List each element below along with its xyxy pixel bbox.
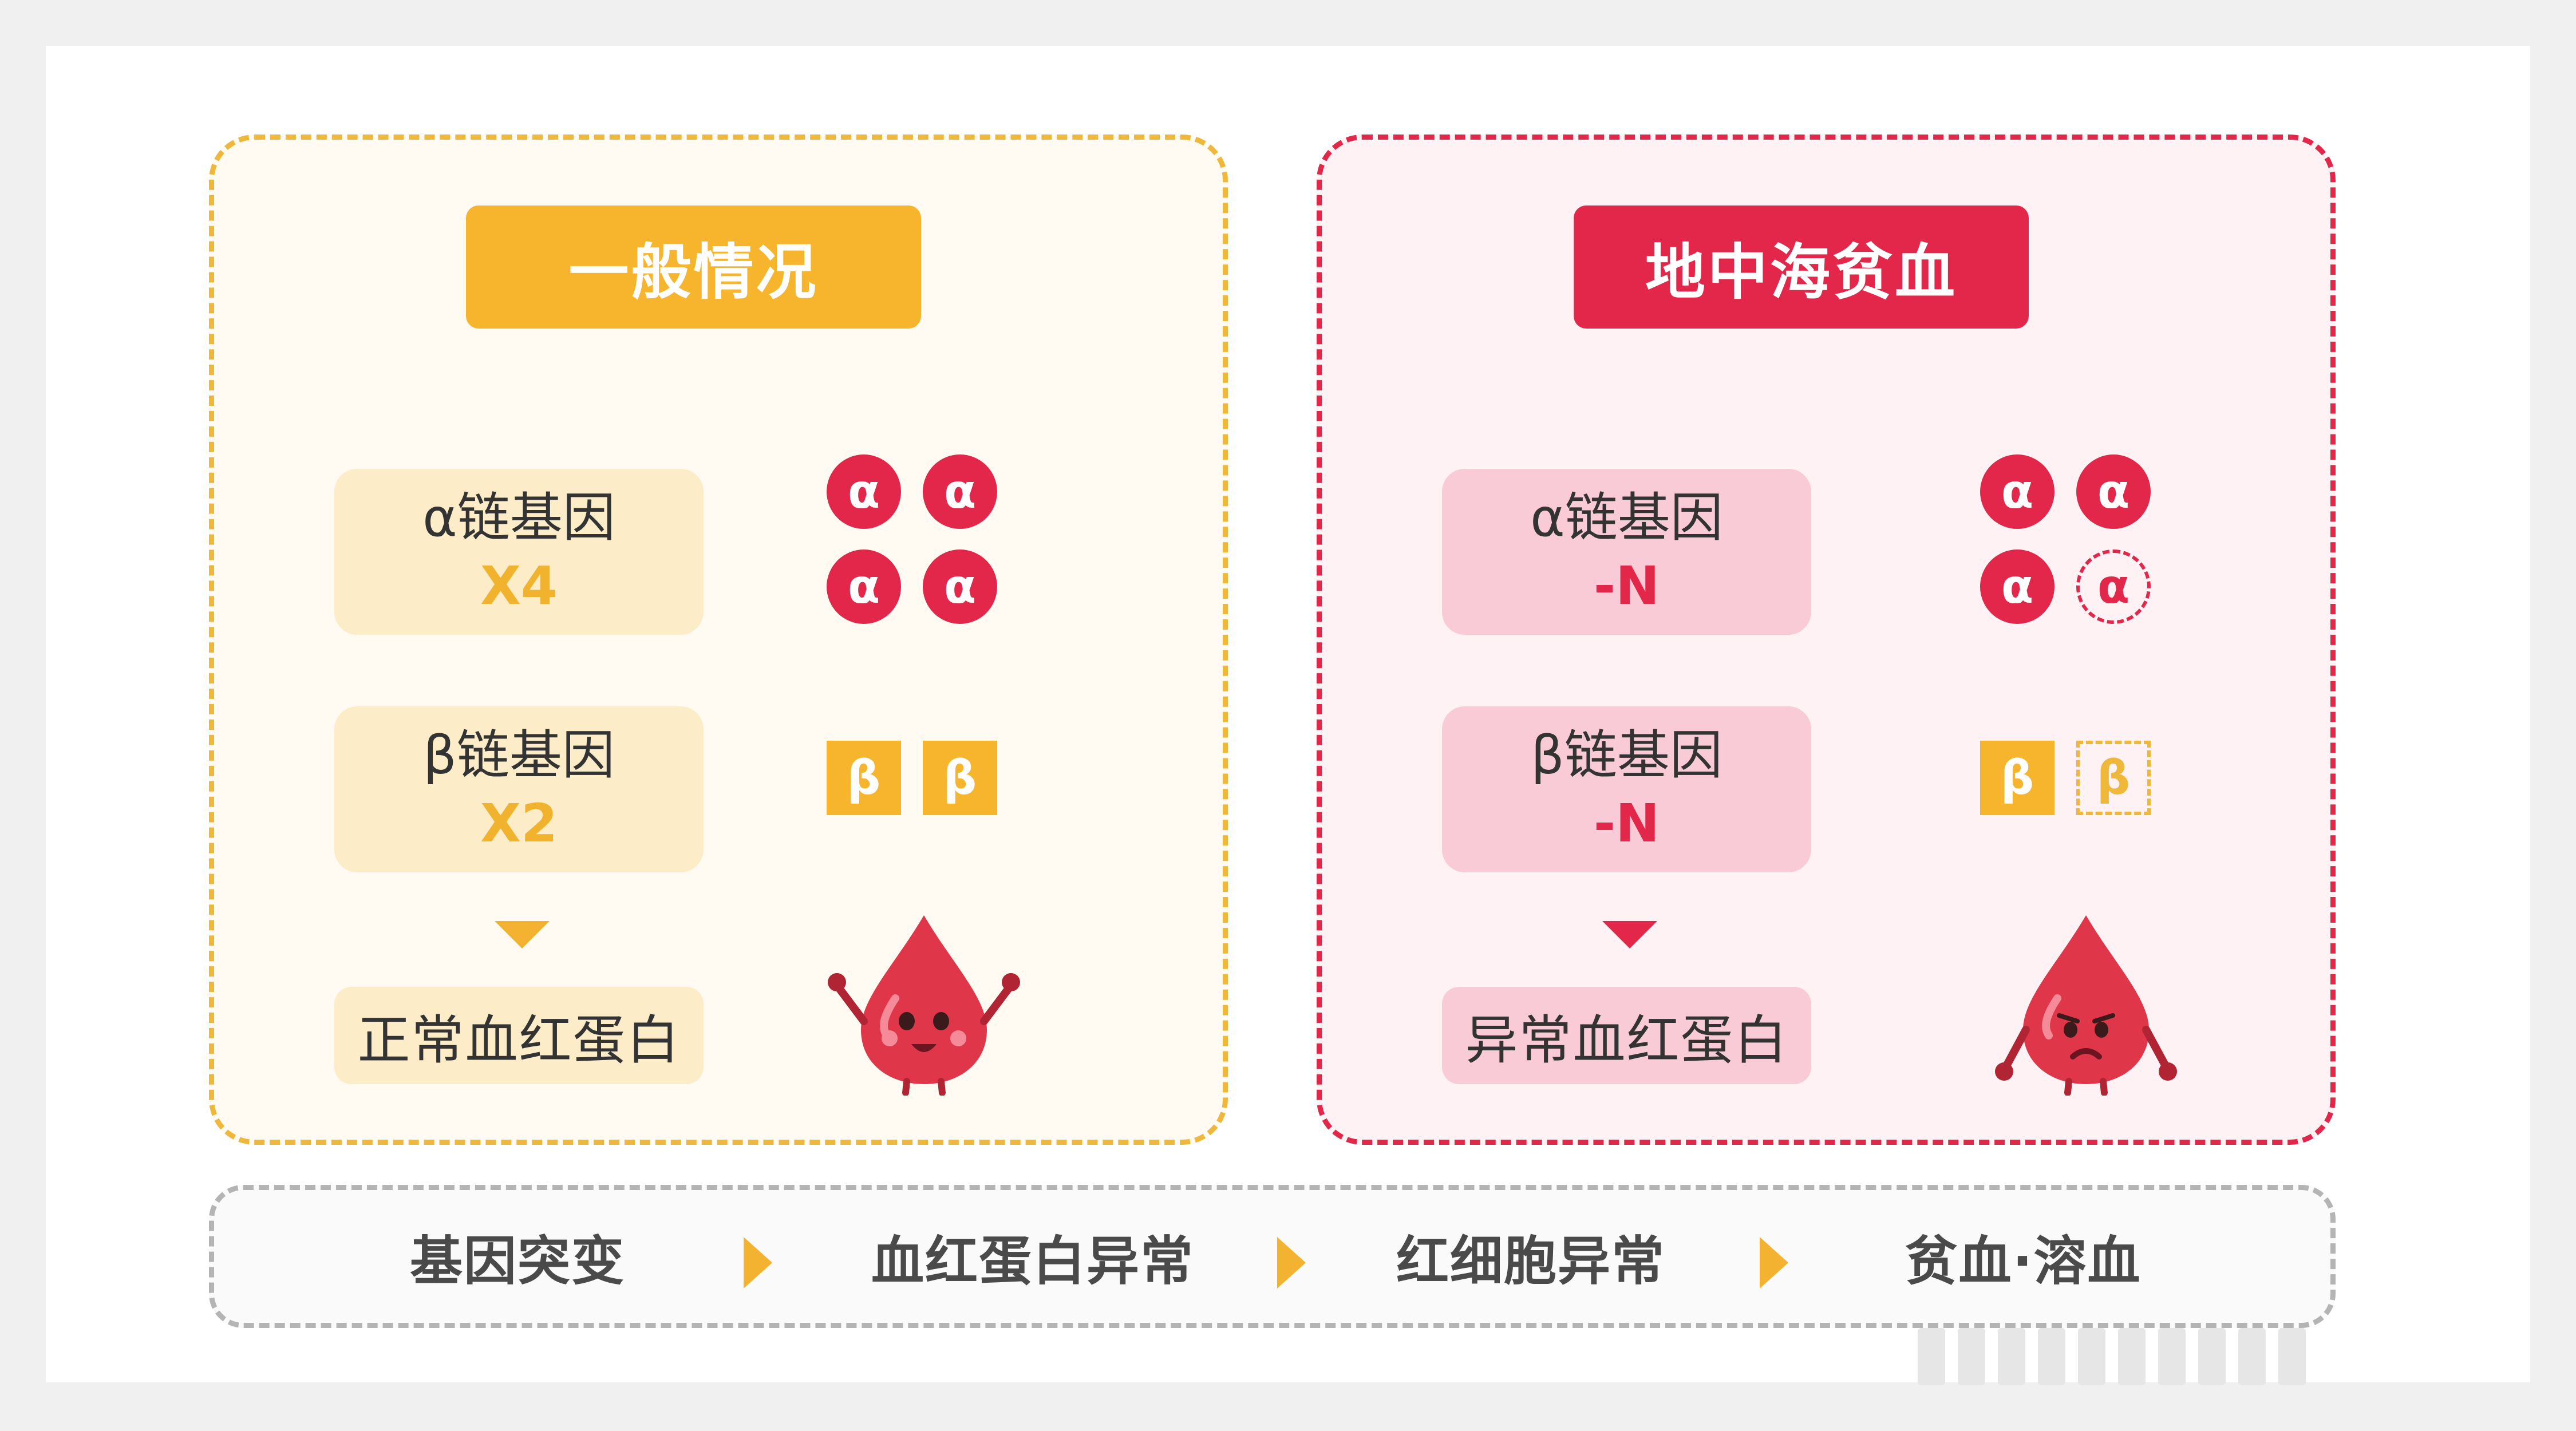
- watermark: [2078, 1328, 2105, 1385]
- flow-step: 基因突变: [409, 1230, 625, 1292]
- thalassemia-title: 地中海贫血: [1574, 205, 2029, 329]
- watermark: [2158, 1328, 2186, 1385]
- watermark: [2038, 1328, 2065, 1385]
- beta-chain-icon: β: [827, 741, 901, 815]
- flow-step: 红细胞异常: [1396, 1230, 1665, 1292]
- thal-beta-gene-box: β链基因 -N: [1442, 706, 1811, 872]
- missing-beta-chain-icon: β: [2076, 741, 2151, 815]
- right-arrow-icon: [1760, 1237, 1788, 1288]
- normal-title: 一般情况: [466, 205, 921, 329]
- alpha-chain-icon: α: [923, 454, 997, 529]
- right-arrow-icon: [744, 1237, 772, 1288]
- thal-alpha-gene-box: α链基因 -N: [1442, 469, 1811, 635]
- alpha-chain-icon: α: [923, 550, 997, 624]
- watermark: [1998, 1328, 2025, 1385]
- sad-blood-drop-icon: [1995, 915, 2177, 1096]
- down-arrow-icon: [1602, 921, 1657, 948]
- beta-gene-label: β链基因: [1531, 725, 1722, 786]
- beta-gene-count: X2: [480, 793, 558, 854]
- process-flow-bar: 基因突变 血红蛋白异常 红细胞异常 贫血·溶血: [209, 1185, 2336, 1328]
- alpha-gene-label: α链基因: [422, 487, 615, 548]
- alpha-gene-count: X4: [480, 555, 558, 616]
- alpha-gene-label: α链基因: [1530, 487, 1723, 548]
- thalassemia-result: 异常血红蛋白: [1442, 987, 1811, 1084]
- normal-beta-gene-box: β链基因 X2: [334, 706, 704, 872]
- watermark: [2278, 1328, 2306, 1385]
- watermark: [1958, 1328, 1985, 1385]
- beta-chain-icon: β: [1980, 741, 2055, 815]
- normal-panel: 一般情况 α链基因 X4 β链基因 X2 α α α α β β 正常血红蛋白: [209, 135, 1228, 1145]
- watermark: [2198, 1328, 2226, 1385]
- beta-gene-count: -N: [1593, 793, 1660, 854]
- alpha-chain-icon: α: [827, 550, 901, 624]
- right-arrow-icon: [1277, 1237, 1306, 1288]
- thalassemia-panel: 地中海贫血 α链基因 -N β链基因 -N α α α α β β 异常血红蛋白: [1317, 135, 2336, 1145]
- watermark: [2118, 1328, 2146, 1385]
- alpha-chain-icon: α: [1980, 550, 2055, 624]
- watermark: [2238, 1328, 2266, 1385]
- happy-blood-drop-icon: [828, 915, 1020, 1096]
- alpha-gene-count: -N: [1593, 555, 1660, 616]
- flow-step: 血红蛋白异常: [871, 1230, 1194, 1292]
- normal-result: 正常血红蛋白: [334, 987, 704, 1084]
- watermark: [1918, 1328, 1945, 1385]
- normal-alpha-gene-box: α链基因 X4: [334, 469, 704, 635]
- beta-gene-label: β链基因: [423, 725, 615, 786]
- down-arrow-icon: [495, 921, 550, 948]
- missing-alpha-chain-icon: α: [2076, 550, 2151, 624]
- alpha-chain-icon: α: [1980, 454, 2055, 529]
- beta-chain-icon: β: [923, 741, 997, 815]
- alpha-chain-icon: α: [2076, 454, 2151, 529]
- flow-step: 贫血·溶血: [1905, 1230, 2142, 1292]
- alpha-chain-icon: α: [827, 454, 901, 529]
